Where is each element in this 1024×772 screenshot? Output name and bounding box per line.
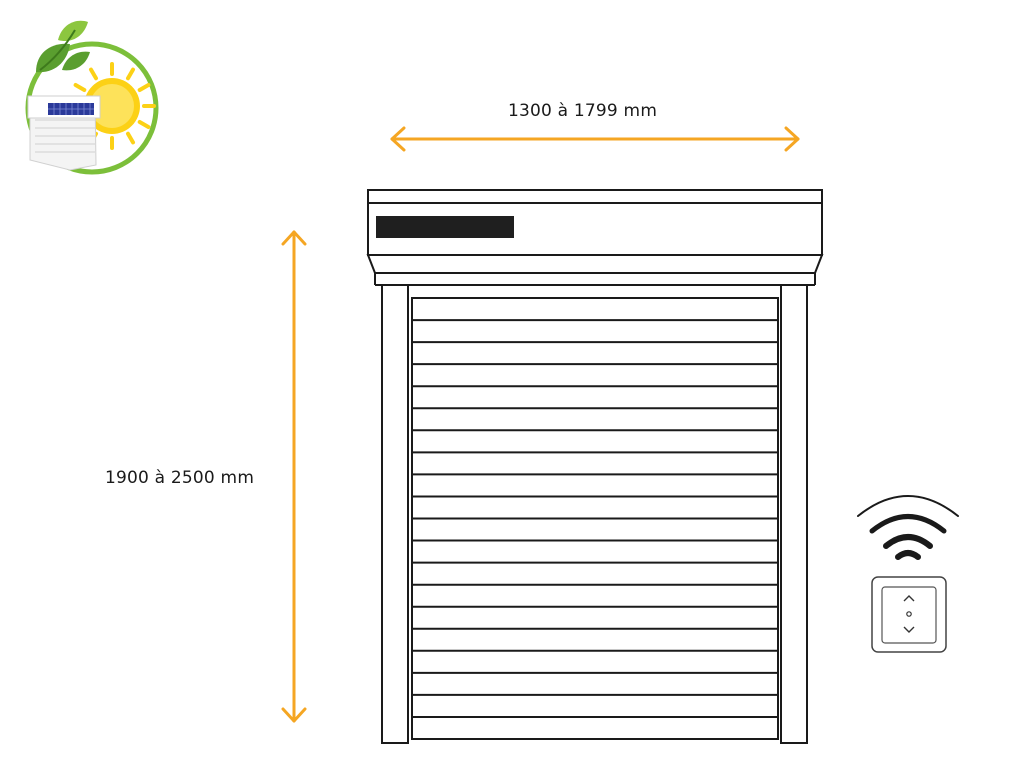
width-dimension-arrow: [390, 126, 800, 152]
shutter-box-bottom: [366, 254, 824, 274]
height-dimension-arrow: [281, 230, 307, 723]
right-guide-rail: [780, 284, 808, 744]
shutter-box-label-bar: [376, 216, 514, 238]
stop-dot-icon: [906, 611, 912, 617]
wall-switch-icon: [871, 576, 947, 653]
leaf-icon: [36, 20, 90, 73]
width-dimension-label: 1300 à 1799 mm: [508, 101, 658, 121]
height-dimension-label: 1900 à 2500 mm: [105, 468, 255, 488]
sun-ray: [126, 67, 135, 81]
wireless-signal-icon: [857, 495, 959, 560]
roller-shutter: [366, 189, 824, 744]
sun-ray: [137, 83, 151, 92]
up-chevron-icon: [903, 595, 915, 602]
sun-ray: [89, 67, 98, 81]
sun-ray: [137, 120, 151, 129]
sun-ray: [126, 131, 135, 145]
down-chevron-icon: [903, 626, 915, 633]
sun-icon: [68, 62, 156, 150]
sun-ray: [73, 83, 87, 92]
shutter-slats: [412, 319, 778, 718]
solar-shutter-logo-icon: [25, 20, 159, 175]
left-guide-rail: [381, 284, 409, 744]
